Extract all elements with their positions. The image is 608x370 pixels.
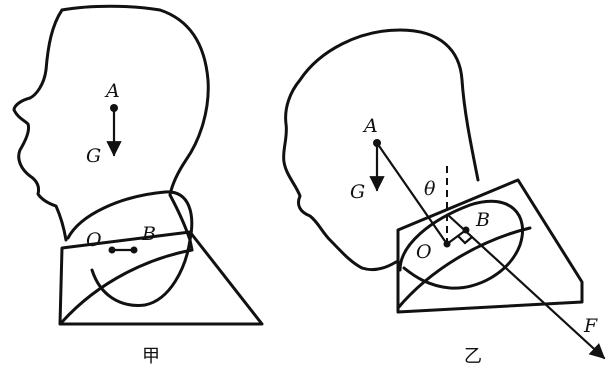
point-b-jia	[130, 246, 138, 254]
line-ao-yi	[375, 141, 449, 246]
shoulder-arc-jia	[60, 248, 194, 324]
label-o-jia: O	[86, 229, 102, 251]
label-g-yi: G	[350, 181, 365, 203]
label-f-yi: F	[583, 315, 598, 337]
point-o-jia	[108, 246, 116, 254]
head-outline-jia	[12, 4, 210, 252]
point-a-jia	[110, 104, 118, 112]
label-a-yi: A	[362, 115, 378, 137]
collar-jia	[58, 230, 264, 326]
point-o-yi	[443, 240, 451, 248]
neck-ellipse-yi	[398, 199, 525, 290]
collar-yi	[396, 178, 584, 314]
segment-ob-yi	[445, 228, 468, 246]
label-a-jia: A	[104, 80, 120, 102]
label-g-jia: G	[86, 145, 101, 167]
figure-jia: A G O B 甲	[12, 4, 264, 367]
neck-ellipse-jia	[66, 190, 194, 307]
label-o-yi: O	[416, 241, 432, 263]
label-theta-yi: θ	[424, 178, 436, 200]
label-b-yi: B	[475, 209, 490, 231]
right-angle-mark-yi	[456, 234, 474, 245]
point-b-yi	[462, 226, 470, 234]
caption-yi: 乙	[464, 346, 482, 367]
force-arrow-yi	[446, 213, 606, 360]
head-outline-yi	[282, 28, 480, 272]
figure-yi: A G θ O B F 乙	[282, 28, 606, 367]
label-b-jia: B	[141, 223, 156, 245]
caption-jia: 甲	[142, 346, 160, 367]
shoulder-arc-yi	[396, 226, 532, 310]
